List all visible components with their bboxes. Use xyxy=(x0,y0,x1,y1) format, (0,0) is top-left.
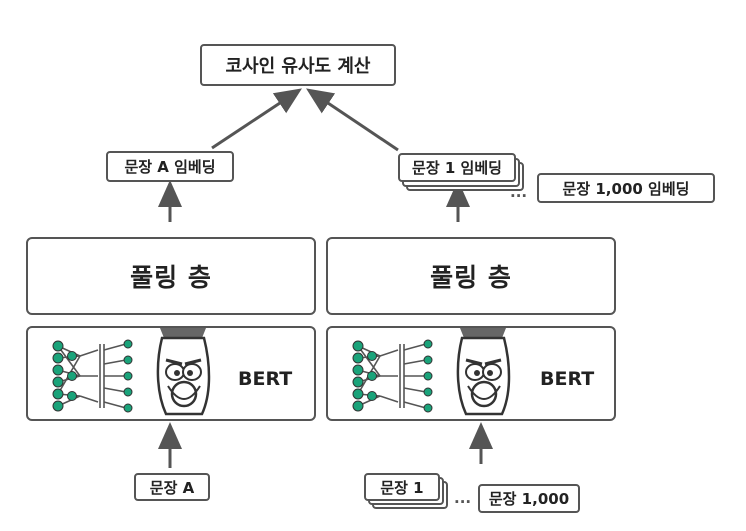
left-embedding-label: 문장 A 임베딩 xyxy=(124,158,216,176)
right-neural-net-icon xyxy=(352,339,433,413)
cosine-similarity-box: 코사인 유사도 계산 xyxy=(200,44,396,86)
left-embedding-box: 문장 A 임베딩 xyxy=(106,151,234,182)
right-input-last-label: 문장 1,000 xyxy=(488,490,570,508)
right-embedding-ellipsis: ... xyxy=(510,183,528,201)
left-pooling-label: 풀링 층 xyxy=(130,263,212,292)
right-embedding-last-label: 문장 1,000 임베딩 xyxy=(562,179,690,198)
right-pooling-label: 풀링 층 xyxy=(430,263,512,292)
left-input-box: 문장 A xyxy=(134,473,210,501)
left-bert-character-icon xyxy=(156,328,211,416)
right-bert-label: BERT xyxy=(540,368,595,390)
arrow-left-to-top xyxy=(211,88,303,150)
left-input-label: 문장 A xyxy=(149,478,195,497)
left-neural-net-icon xyxy=(52,339,133,413)
cosine-similarity-label: 코사인 유사도 계산 xyxy=(225,56,371,77)
left-pooling-layer: 풀링 층 xyxy=(26,237,316,315)
right-input-box: 문장 1 xyxy=(364,473,440,501)
right-embedding-last-box: 문장 1,000 임베딩 xyxy=(537,173,715,203)
right-embedding-box: 문장 1 임베딩 xyxy=(398,153,516,182)
right-bert-character-icon xyxy=(456,328,511,416)
right-input-label: 문장 1 xyxy=(380,478,424,497)
right-input-ellipsis: ... xyxy=(454,489,472,507)
right-pooling-layer: 풀링 층 xyxy=(326,237,616,315)
right-input-last-box: 문장 1,000 xyxy=(478,484,580,513)
right-embedding-label: 문장 1 임베딩 xyxy=(412,159,502,177)
arrow-right-to-top xyxy=(306,88,399,152)
left-bert-label: BERT xyxy=(238,368,293,390)
